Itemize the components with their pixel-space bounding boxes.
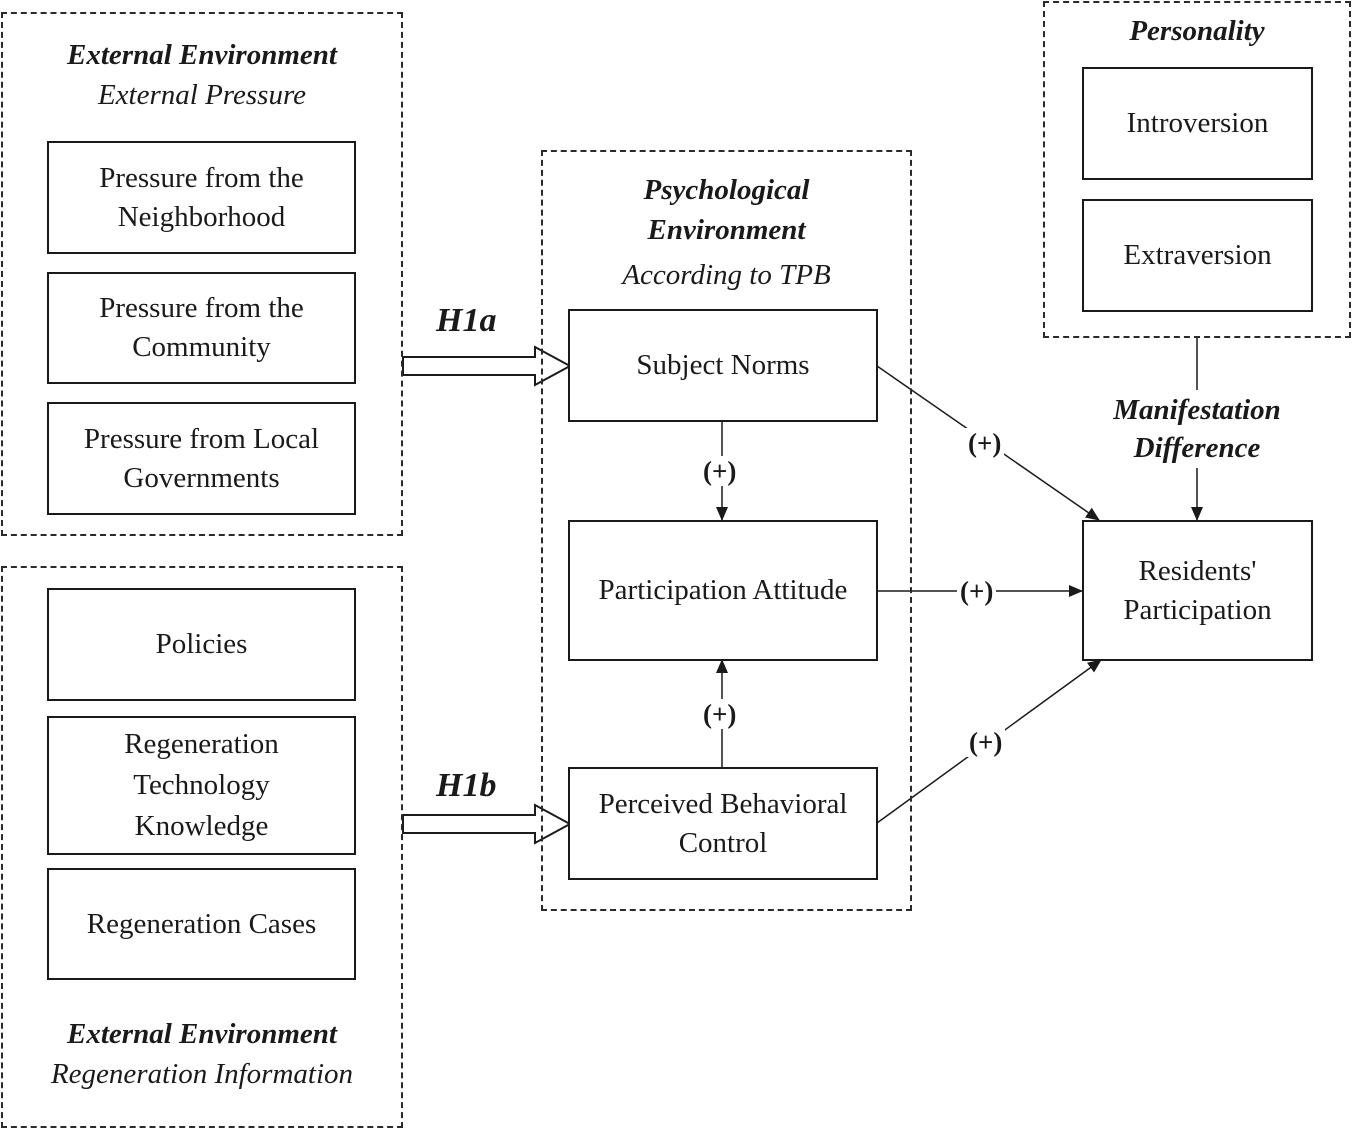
psychological-environment-group <box>541 150 912 911</box>
introversion-label: Introversion <box>1126 107 1269 139</box>
pbc-label-line2: Control <box>678 826 768 859</box>
external-pressure-group <box>1 12 403 536</box>
attitude-to-participation-sign: (+) <box>957 576 997 606</box>
personality-title: Personality <box>1129 15 1265 47</box>
subject-norms-label: Subject Norms <box>636 349 810 381</box>
psychological-title-line1: Psychological <box>643 174 810 206</box>
psychological-title-line2: Environment <box>647 214 806 246</box>
regeneration-info-title: External Environment <box>67 1018 337 1050</box>
subject-norms-box: Subject Norms <box>568 309 878 422</box>
norms-to-attitude-sign: (+) <box>700 456 740 486</box>
outcome-line2: Participation <box>1123 593 1272 626</box>
extraversion-label: Extraversion <box>1123 239 1272 271</box>
neighborhood-pressure-box: Pressure from the Neighborhood <box>47 141 356 254</box>
introversion-box: Introversion <box>1082 67 1313 180</box>
perceived-behavioral-control-box: Perceived Behavioral Control <box>568 767 878 880</box>
technology-knowledge-box: Regeneration Technology Knowledge <box>47 716 356 855</box>
regeneration-cases-label: Regeneration Cases <box>86 907 317 940</box>
regeneration-cases-box: Regeneration Cases <box>47 868 356 980</box>
moderator-line1: Manifestation <box>1077 390 1317 430</box>
policies-label: Policies <box>155 628 248 660</box>
government-pressure-box: Pressure from Local Governments <box>47 402 356 515</box>
pbc-label-line1: Perceived Behavioral <box>598 787 848 820</box>
moderator-line2: Difference <box>1097 428 1297 468</box>
community-pressure-label: Pressure from the Community <box>99 292 304 363</box>
external-pressure-title: External Environment <box>67 39 337 71</box>
regeneration-info-subtitle: Regeneration Information <box>50 1058 354 1090</box>
residents-participation-box: Residents' Participation <box>1082 520 1313 661</box>
perceived-behavioral-control-text: Perceived Behavioral Control <box>599 785 848 863</box>
pbc-to-attitude-sign: (+) <box>700 699 740 729</box>
residents-participation-text: Residents' Participation <box>1123 552 1271 630</box>
technology-knowledge-label: Regeneration Technology Knowledge <box>124 728 279 842</box>
personality-group <box>1043 1 1351 338</box>
extraversion-box: Extraversion <box>1082 199 1313 312</box>
norms-to-participation-sign: (+) <box>965 428 1005 458</box>
regeneration-info-group <box>1 566 403 1128</box>
policies-box: Policies <box>47 588 356 701</box>
neighborhood-pressure-label: Pressure from the Neighborhood <box>99 161 304 233</box>
h1b-arrow <box>402 803 573 845</box>
h1a-label: H1a <box>436 302 497 339</box>
pbc-to-participation-sign: (+) <box>966 727 1006 757</box>
participation-attitude-label: Participation Attitude <box>598 574 848 606</box>
outcome-line1: Residents' <box>1138 554 1257 587</box>
participation-attitude-box: Participation Attitude <box>568 520 878 661</box>
h1b-label: H1b <box>436 767 497 804</box>
psychological-subtitle: According to TPB <box>622 259 831 291</box>
government-pressure-label: Pressure from Local Governments <box>83 422 320 494</box>
external-pressure-subtitle: External Pressure <box>97 79 307 111</box>
h1a-arrow <box>402 345 573 387</box>
community-pressure-box: Pressure from the Community <box>47 272 356 384</box>
